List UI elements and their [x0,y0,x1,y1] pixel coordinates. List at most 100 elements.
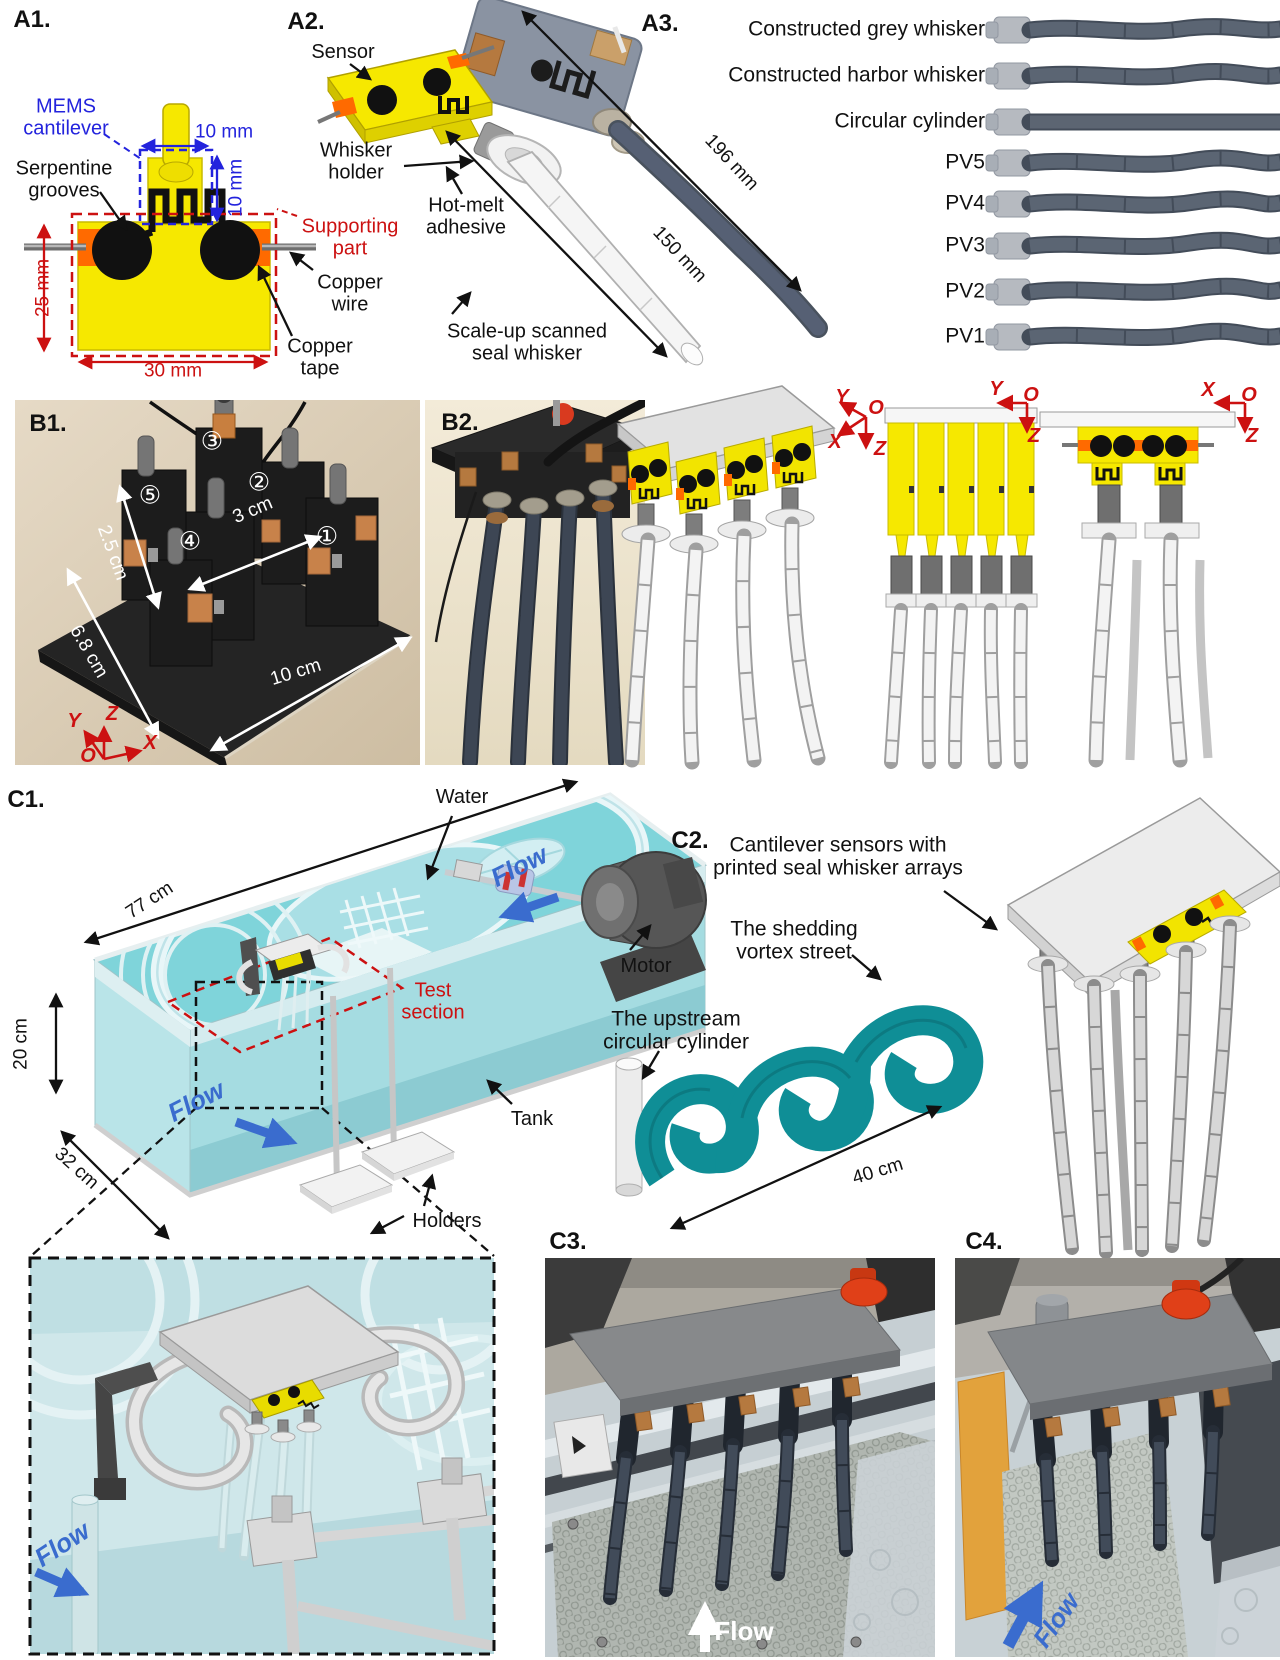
c4-photo [955,1258,1280,1657]
motor [581,851,707,1002]
serpentine-grooves-label: Serpentine grooves [15,157,113,201]
inset-rod [309,1515,494,1543]
test-section-red-box [165,936,405,1054]
a3-whisker-photos [985,16,1280,351]
persp-axis-o: O [868,397,884,420]
a3-row-label: PV4 [945,191,985,215]
dim-10mm-side-label: 10 mm [225,158,247,218]
panel-label-c3: C3. [549,1228,587,1256]
sensor-number-4: ④ [178,527,202,556]
scale-up-label: Scale-up scanned seal whisker [446,320,608,364]
sensor-label: Sensor [311,41,375,64]
whisker-row [985,277,1280,306]
b1-axis-y: Y [67,710,81,733]
b2-array-photo [425,400,645,765]
sensor-number-2: ② [247,468,271,497]
perspective-view [616,385,875,770]
copper-tape-label: Copper tape [287,335,353,379]
a3-row-label: PV3 [945,233,985,257]
b1-axis-o: O [80,745,96,768]
flow-arrow [498,891,560,923]
red-knob [840,1277,888,1307]
tank-label: Tank [510,1108,554,1131]
metal-rod [553,400,560,426]
water-label: Water [435,786,489,809]
a3-row-label: PV2 [945,279,985,303]
c2-vortex-diagram [615,797,1280,1259]
flow-arrow [234,1117,298,1149]
holders-label: Holders [412,1210,482,1233]
whisker-row [985,16,1280,44]
front-axis-x: X [1201,379,1215,402]
whisker-row [985,149,1280,177]
sensor-number-1: ① [315,522,339,551]
c2-cylinder-caption: The upstream circular cylinder [603,1007,749,1053]
perspective-axes [836,401,875,450]
c3-flow-label: Flow [714,1615,774,1646]
dim-20cm-label: 20 cm [10,1018,32,1070]
c2-array [1006,797,1280,1259]
sensor-number-3: ③ [200,427,224,456]
mini-array [236,933,350,1031]
whisker-row [985,108,1280,136]
dim-150mm-arrow [445,130,668,358]
a3-row-label: Constructed grey whisker [748,17,985,41]
mems-cantilever-label: MEMS cantilever [23,95,109,139]
a3-row-label: PV1 [945,324,985,348]
sensor-number-5: ⑤ [138,481,162,510]
side-axis-o: O [1023,384,1039,407]
a2-sensor-assembly [317,0,828,366]
dim-10mm-top-label: 10 mm [194,121,254,143]
thin-wire [434,491,478,643]
persp-axis-z: Z [873,438,887,461]
c3-photo [545,1258,935,1657]
c1-tank-diagram [30,778,708,1257]
groove-circle-right [200,220,260,280]
test-section-inset [28,1256,496,1656]
panel-label-a2: A2. [287,8,325,36]
side-axis-z: Z [1027,425,1041,448]
panel-label-c2: C2. [671,827,709,855]
support-rod [330,995,340,1187]
hot-melt-label: Hot-melt adhesive [425,194,507,238]
side-axes [996,394,1036,434]
side-view [884,394,1038,769]
cable-tube [543,400,645,467]
b1-axes [83,725,143,763]
panel-label-a3: A3. [641,10,679,38]
test-section-label: Test section [401,979,465,1023]
front-view [1039,394,1254,768]
a3-row-label: Circular cylinder [834,109,985,133]
panel-label-c1: C1. [7,786,45,814]
dim-40cm-arrow [669,1105,943,1230]
whisker-stub [162,103,190,167]
panel-label-c4: C4. [965,1228,1003,1256]
inset-border [28,1256,496,1656]
front-axes [1213,394,1254,434]
front-axis-z: Z [1245,425,1259,448]
support-rod [387,967,397,1157]
b1-axis-x: X [143,732,157,755]
b1-axis-z: Z [105,703,119,726]
dim-25mm-label: 25 mm [32,258,54,318]
whisker-row [985,231,1280,260]
dim-30mm-label: 30 mm [143,360,203,382]
groove-circle-left [92,220,152,280]
flow-arrow [1002,1580,1044,1649]
copper-wire-label: Copper wire [317,271,383,315]
a3-row-label: Constructed harbor whisker [728,63,985,87]
side-axis-y: Y [989,378,1003,401]
panel-label-b2: B2. [441,409,479,437]
whisker-row [985,190,1280,218]
panel-label-a1: A1. [13,6,51,34]
flow-arrow [34,1567,90,1598]
persp-axis-y: Y [835,386,849,409]
a3-row-label: PV5 [945,150,985,174]
c2-vortex-caption: The shedding vortex street [730,917,858,963]
front-axis-o: O [1241,384,1257,407]
cad-array-views [616,385,1254,770]
panel-label-b1: B1. [29,410,67,438]
whisker-holder-label: Whisker holder [319,139,393,183]
